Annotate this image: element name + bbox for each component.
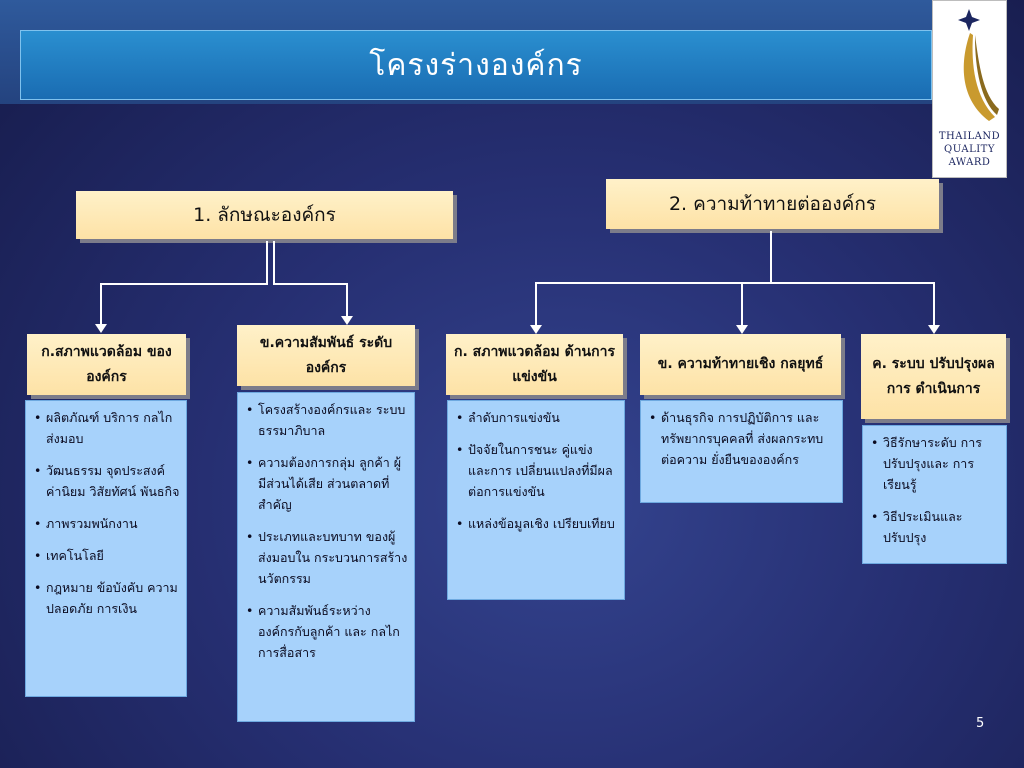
list-item: ปัจจัยในการชนะ คู่แข่ง และการ เปลี่ยนแปล… — [456, 439, 618, 502]
logo-text-line-1: THAILAND — [938, 131, 1001, 142]
arrow-down-icon — [530, 325, 542, 334]
list-item: ด้านธุรกิจ การปฏิบัติการ และทรัพยากรบุคค… — [649, 407, 836, 470]
connector-line — [266, 241, 268, 284]
connector-line — [100, 283, 102, 325]
list-item: ลำดับการแข่งขัน — [456, 407, 618, 428]
category-header-org-relationships: ข.ความสัมพันธ์ ระดับองค์กร — [237, 325, 415, 386]
award-emblem-icon — [958, 9, 999, 121]
arrow-down-icon — [928, 325, 940, 334]
bullet-list: โครงสร้างองค์กรและ ระบบธรรมาภิบาล ความต้… — [246, 399, 408, 663]
content-box-strategic-challenges: ด้านธุรกิจ การปฏิบัติการ และทรัพยากรบุคค… — [640, 400, 843, 503]
bullet-list: วิธีรักษาระดับ การปรับปรุงและ การเรียนรู… — [871, 432, 1000, 548]
logo-text-line-3: AWARD — [948, 157, 991, 168]
list-item: วิธีประเมินและ ปรับปรุง — [871, 506, 1000, 548]
list-item: ความสัมพันธ์ระหว่าง องค์กรกับลูกค้า และ … — [246, 600, 408, 663]
category-header-performance-improvement: ค. ระบบ ปรับปรุงผลการ ดำเนินการ — [861, 334, 1006, 419]
list-item: กฎหมาย ข้อบังคับ ความปลอดภัย การเงิน — [34, 577, 180, 619]
connector-line — [535, 282, 537, 326]
arrow-down-icon — [95, 324, 107, 333]
header-organizational-challenges: 2. ความท้าทายต่อองค์กร — [606, 179, 939, 229]
content-box-competitive-environment: ลำดับการแข่งขัน ปัจจัยในการชนะ คู่แข่ง แ… — [447, 400, 625, 600]
page-number: 5 — [976, 716, 985, 731]
title-box: โครงร่างองค์กร — [20, 30, 932, 100]
content-box-org-relationships: โครงสร้างองค์กรและ ระบบธรรมาภิบาล ความต้… — [237, 392, 415, 722]
list-item: เทคโนโลยี — [34, 545, 180, 566]
bullet-list: ลำดับการแข่งขัน ปัจจัยในการชนะ คู่แข่ง แ… — [456, 407, 618, 534]
arrow-down-icon — [341, 316, 353, 325]
category-header-strategic-challenges: ข. ความท้าทายเชิง กลยุทธ์ — [640, 334, 841, 395]
category-header-org-environment: ก.สภาพแวดล้อม ขององค์กร — [27, 334, 186, 395]
bullet-list: ผลิตภัณฑ์ บริการ กลไกส่งมอบ วัฒนธรรม จุด… — [34, 407, 180, 619]
connector-line — [101, 283, 268, 285]
category-header-competitive-environment: ก. สภาพแวดล้อม ด้านการแข่งขัน — [446, 334, 623, 395]
list-item: ผลิตภัณฑ์ บริการ กลไกส่งมอบ — [34, 407, 180, 449]
connector-line — [770, 231, 772, 283]
slide-title: โครงร่างองค์กร — [369, 47, 583, 83]
bullet-list: ด้านธุรกิจ การปฏิบัติการ และทรัพยากรบุคค… — [649, 407, 836, 470]
connector-line — [741, 282, 743, 326]
list-item: ประเภทและบทบาท ของผู้ส่งมอบใน กระบวนการส… — [246, 526, 408, 589]
logo-text-line-2: QUALITY — [944, 144, 995, 155]
content-box-performance-improvement: วิธีรักษาระดับ การปรับปรุงและ การเรียนรู… — [862, 425, 1007, 564]
list-item: โครงสร้างองค์กรและ ระบบธรรมาภิบาล — [246, 399, 408, 441]
list-item: ความต้องการกลุ่ม ลูกค้า ผู้มีส่วนได้เสีย… — [246, 452, 408, 515]
list-item: แหล่งข้อมูลเชิง เปรียบเทียบ — [456, 513, 618, 534]
list-item: วัฒนธรรม จุดประสงค์ ค่านิยม วิสัยทัศน์ พ… — [34, 460, 180, 502]
content-box-org-environment: ผลิตภัณฑ์ บริการ กลไกส่งมอบ วัฒนธรรม จุด… — [25, 400, 187, 697]
connector-line — [535, 282, 935, 284]
thailand-quality-award-logo: THAILAND QUALITY AWARD — [932, 0, 1007, 178]
connector-line — [273, 283, 347, 285]
arrow-down-icon — [736, 325, 748, 334]
connector-line — [273, 241, 275, 284]
header-organizational-profile: 1. ลักษณะองค์กร — [76, 191, 453, 239]
connector-line — [346, 283, 348, 317]
list-item: ภาพรวมพนักงาน — [34, 513, 180, 534]
list-item: วิธีรักษาระดับ การปรับปรุงและ การเรียนรู… — [871, 432, 1000, 495]
connector-line — [933, 282, 935, 326]
